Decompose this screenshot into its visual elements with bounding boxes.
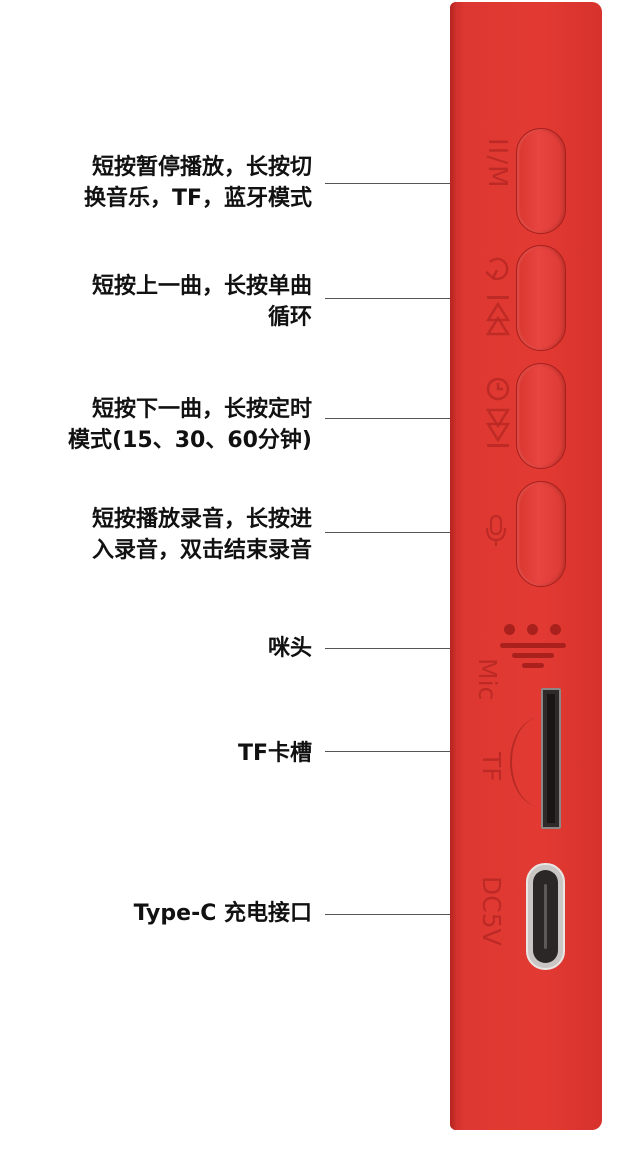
mic-hole bbox=[504, 624, 515, 635]
tf-label: TF bbox=[477, 752, 506, 782]
callout-line-1: 短按暂停播放，长按切 bbox=[91, 155, 312, 180]
timer-next-icon bbox=[485, 377, 511, 447]
usb-c-port-inner bbox=[533, 870, 558, 963]
usb-c-tongue bbox=[544, 884, 547, 949]
mic-label: Mic bbox=[473, 658, 502, 701]
tf-card-slot[interactable] bbox=[541, 688, 561, 829]
callout-line-1: Type-C 充电接口 bbox=[133, 901, 312, 926]
callout-next-label: 短按下一曲，长按定时 模式(15、30、60分钟) bbox=[12, 394, 312, 456]
callout-line-2: 换音乐，TF，蓝牙模式 bbox=[83, 186, 312, 211]
leader-line bbox=[325, 648, 468, 649]
callout-line-2: 入录音，双击结束录音 bbox=[91, 538, 312, 563]
mic-slot bbox=[522, 663, 544, 668]
leader-line bbox=[325, 298, 468, 299]
play-pause-button[interactable] bbox=[516, 128, 566, 234]
mic-slot bbox=[512, 653, 554, 658]
callout-line-1: 短按下一曲，长按定时 bbox=[91, 397, 312, 422]
callout-line-1: 咪头 bbox=[267, 636, 312, 661]
callout-line-2: 循环 bbox=[267, 305, 312, 330]
mic-slot bbox=[500, 643, 566, 648]
callout-tf-label: TF卡槽 bbox=[12, 738, 312, 769]
mode-label: II/M bbox=[482, 138, 512, 189]
leader-line bbox=[325, 914, 468, 915]
next-button[interactable] bbox=[516, 363, 566, 469]
leader-line bbox=[325, 183, 468, 184]
callout-line-1: TF卡槽 bbox=[237, 741, 312, 766]
callout-line-1: 短按播放录音，长按进 bbox=[91, 507, 312, 532]
microphone-icon bbox=[485, 514, 507, 546]
device-edge bbox=[450, 2, 458, 1130]
callout-mic-label: 咪头 bbox=[12, 633, 312, 664]
leader-line bbox=[325, 418, 468, 419]
callout-usbc-label: Type-C 充电接口 bbox=[12, 898, 312, 929]
callout-line-2: 模式(15、30、60分钟) bbox=[68, 428, 312, 453]
dc-label: DC5V bbox=[477, 876, 506, 946]
record-button[interactable] bbox=[516, 481, 566, 587]
previous-button[interactable] bbox=[516, 245, 566, 351]
tf-slot-finger-notch bbox=[510, 717, 541, 807]
callout-record-label: 短按播放录音，长按进 入录音，双击结束录音 bbox=[12, 504, 312, 566]
mic-hole bbox=[550, 624, 561, 635]
callout-play-pause-label: 短按暂停播放，长按切 换音乐，TF，蓝牙模式 bbox=[12, 152, 312, 214]
leader-line bbox=[325, 751, 468, 752]
repeat-previous-icon bbox=[485, 257, 511, 336]
tf-slot-inner bbox=[547, 694, 555, 823]
leader-line bbox=[325, 532, 468, 533]
callout-line-1: 短按上一曲，长按单曲 bbox=[91, 274, 312, 299]
usb-c-port[interactable] bbox=[526, 863, 565, 970]
mic-hole bbox=[527, 624, 538, 635]
callout-previous-label: 短按上一曲，长按单曲 循环 bbox=[12, 271, 312, 333]
